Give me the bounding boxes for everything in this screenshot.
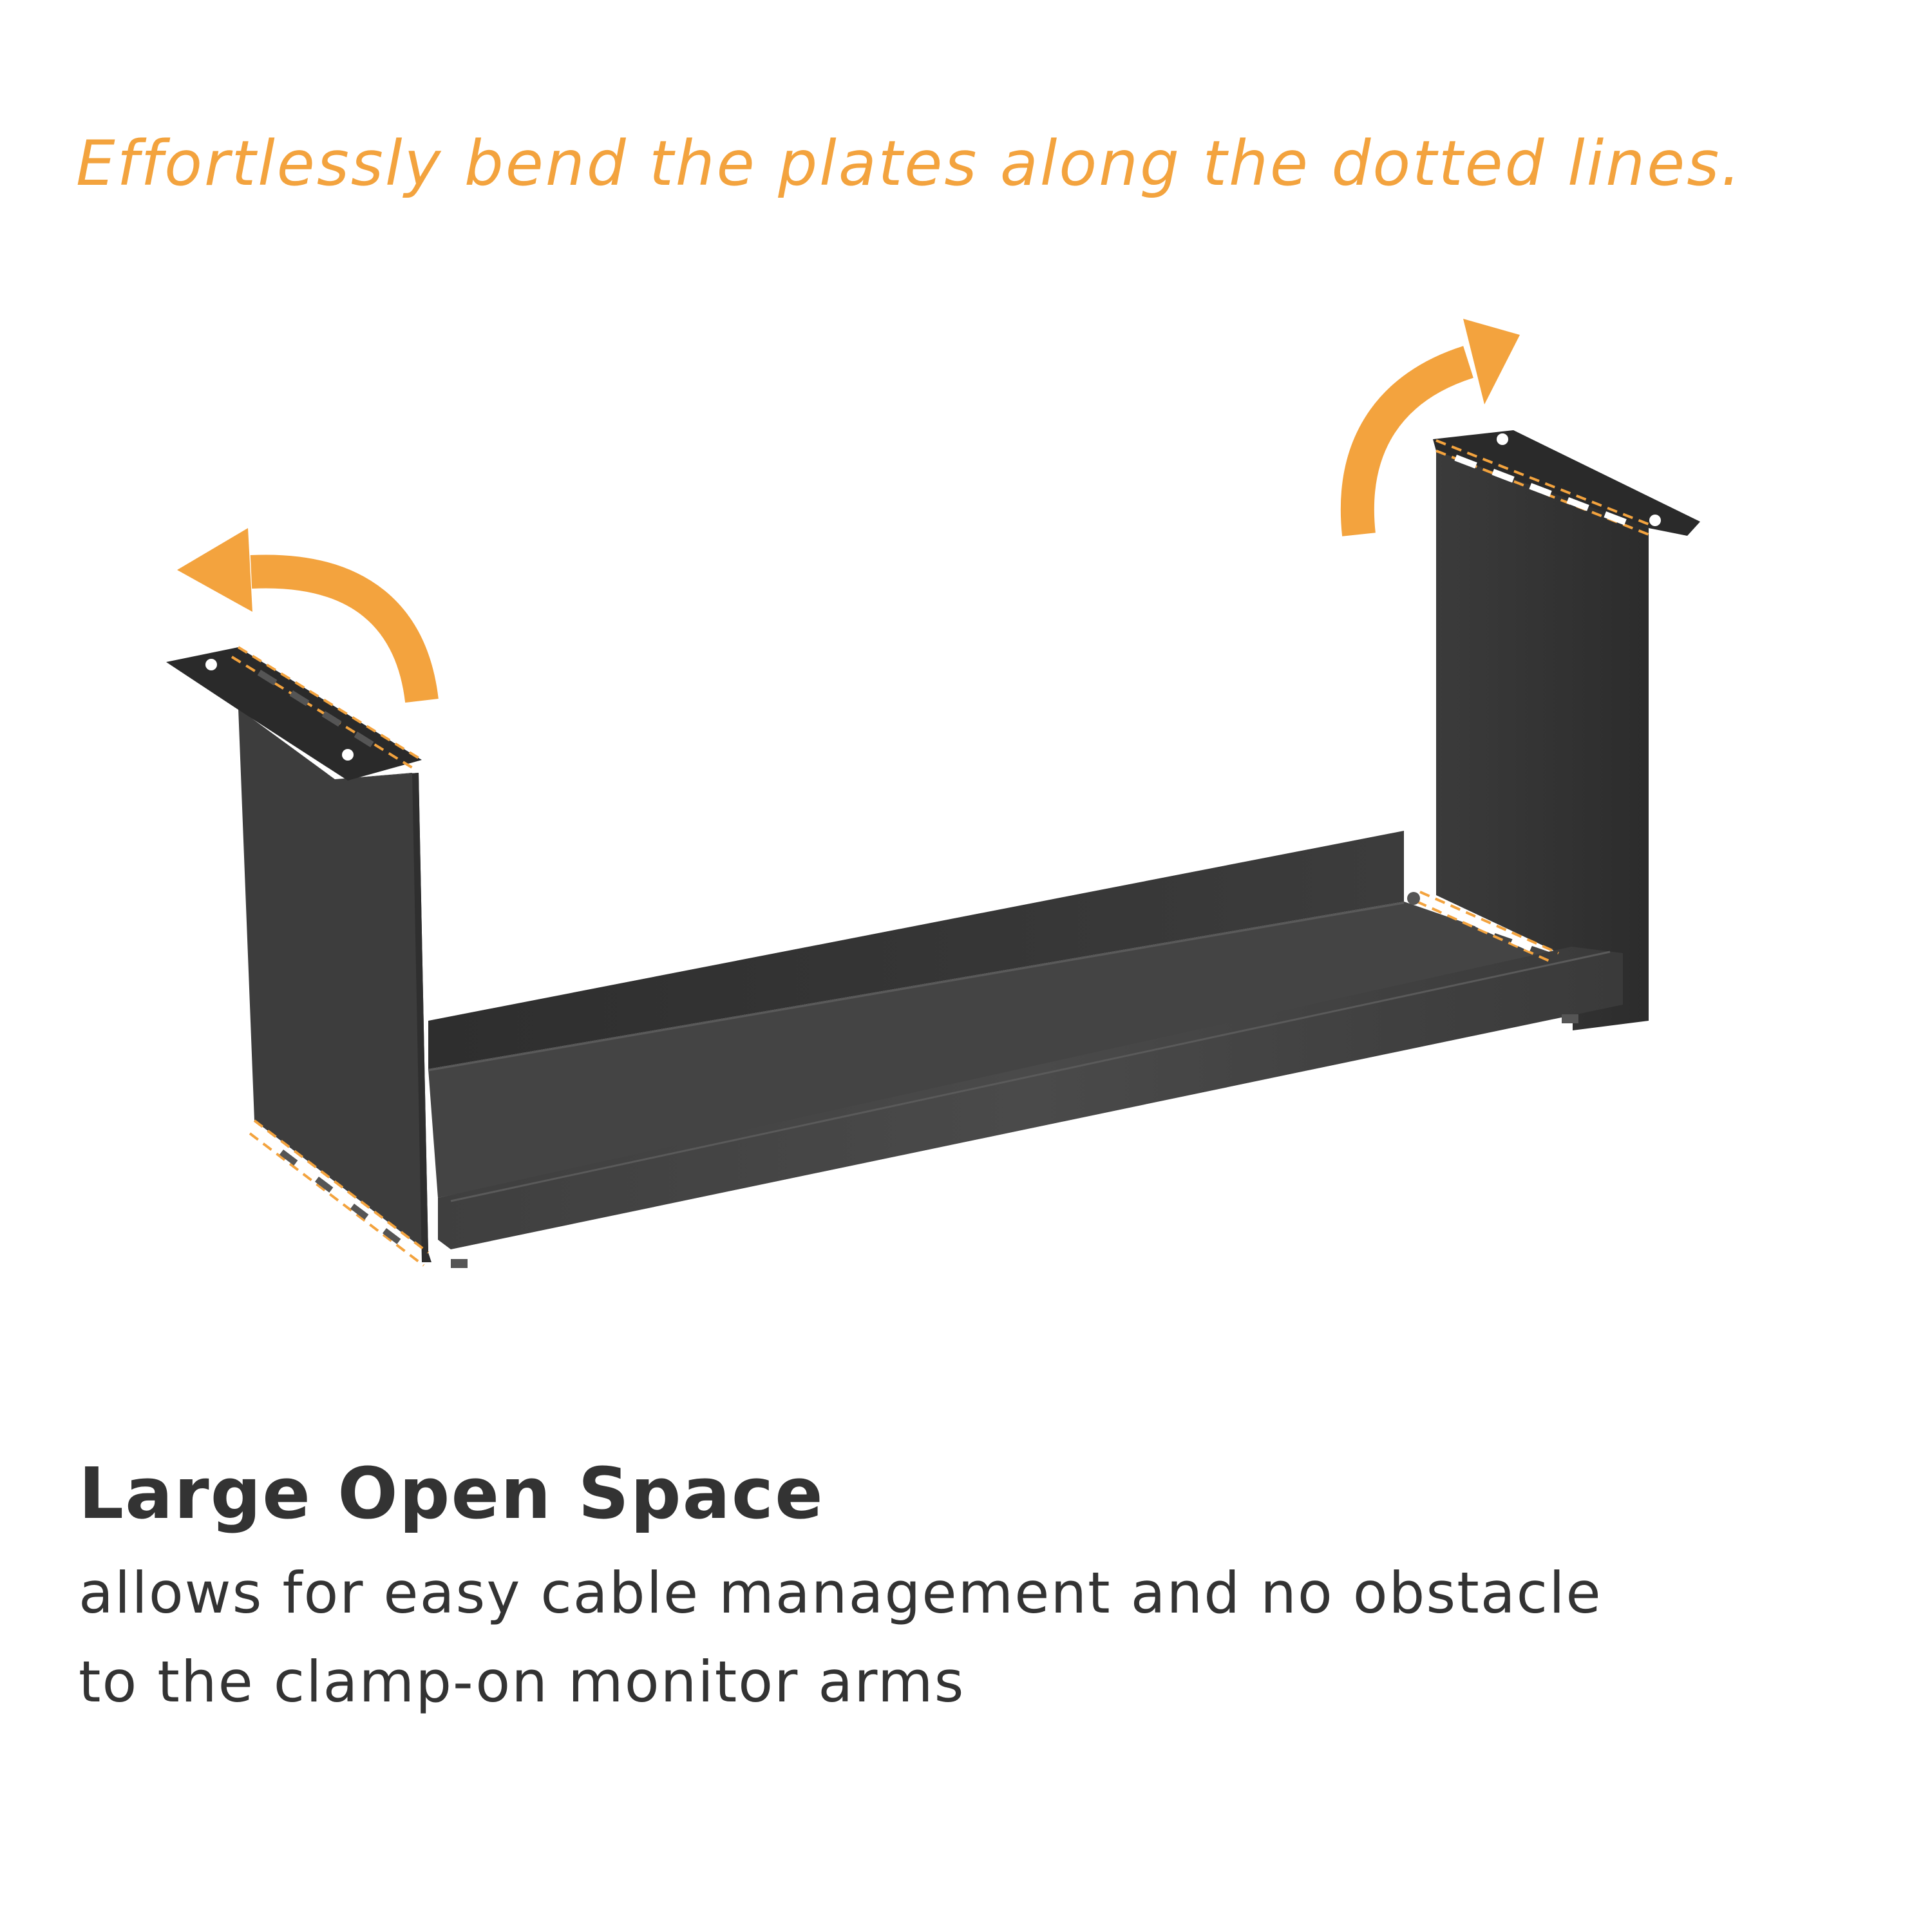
feature-description-line1: allows for easy cable management and no … (79, 1560, 1602, 1626)
bend-arrow-right-icon (1340, 319, 1520, 536)
cable-tray-illustration (166, 319, 1700, 1268)
headline: Effortlessly bend the plates along the d… (76, 128, 1743, 200)
feature-description: allows for easy cable management and no … (79, 1549, 1882, 1727)
left-mounting-plate (166, 647, 422, 781)
right-mounting-plate (1433, 430, 1700, 536)
tray-back-wall (428, 831, 1404, 1069)
bend-arrow-left-icon (177, 528, 439, 703)
tray-floor (428, 902, 1571, 1198)
feature-title: Large Open Space (79, 1452, 824, 1535)
feature-description-line2: to the clamp-on monitor arms (79, 1649, 965, 1715)
right-wall (1433, 430, 1700, 1030)
left-wall (166, 646, 431, 1267)
floor-bend-line (1407, 891, 1559, 964)
tray-front-lip (438, 947, 1623, 1249)
